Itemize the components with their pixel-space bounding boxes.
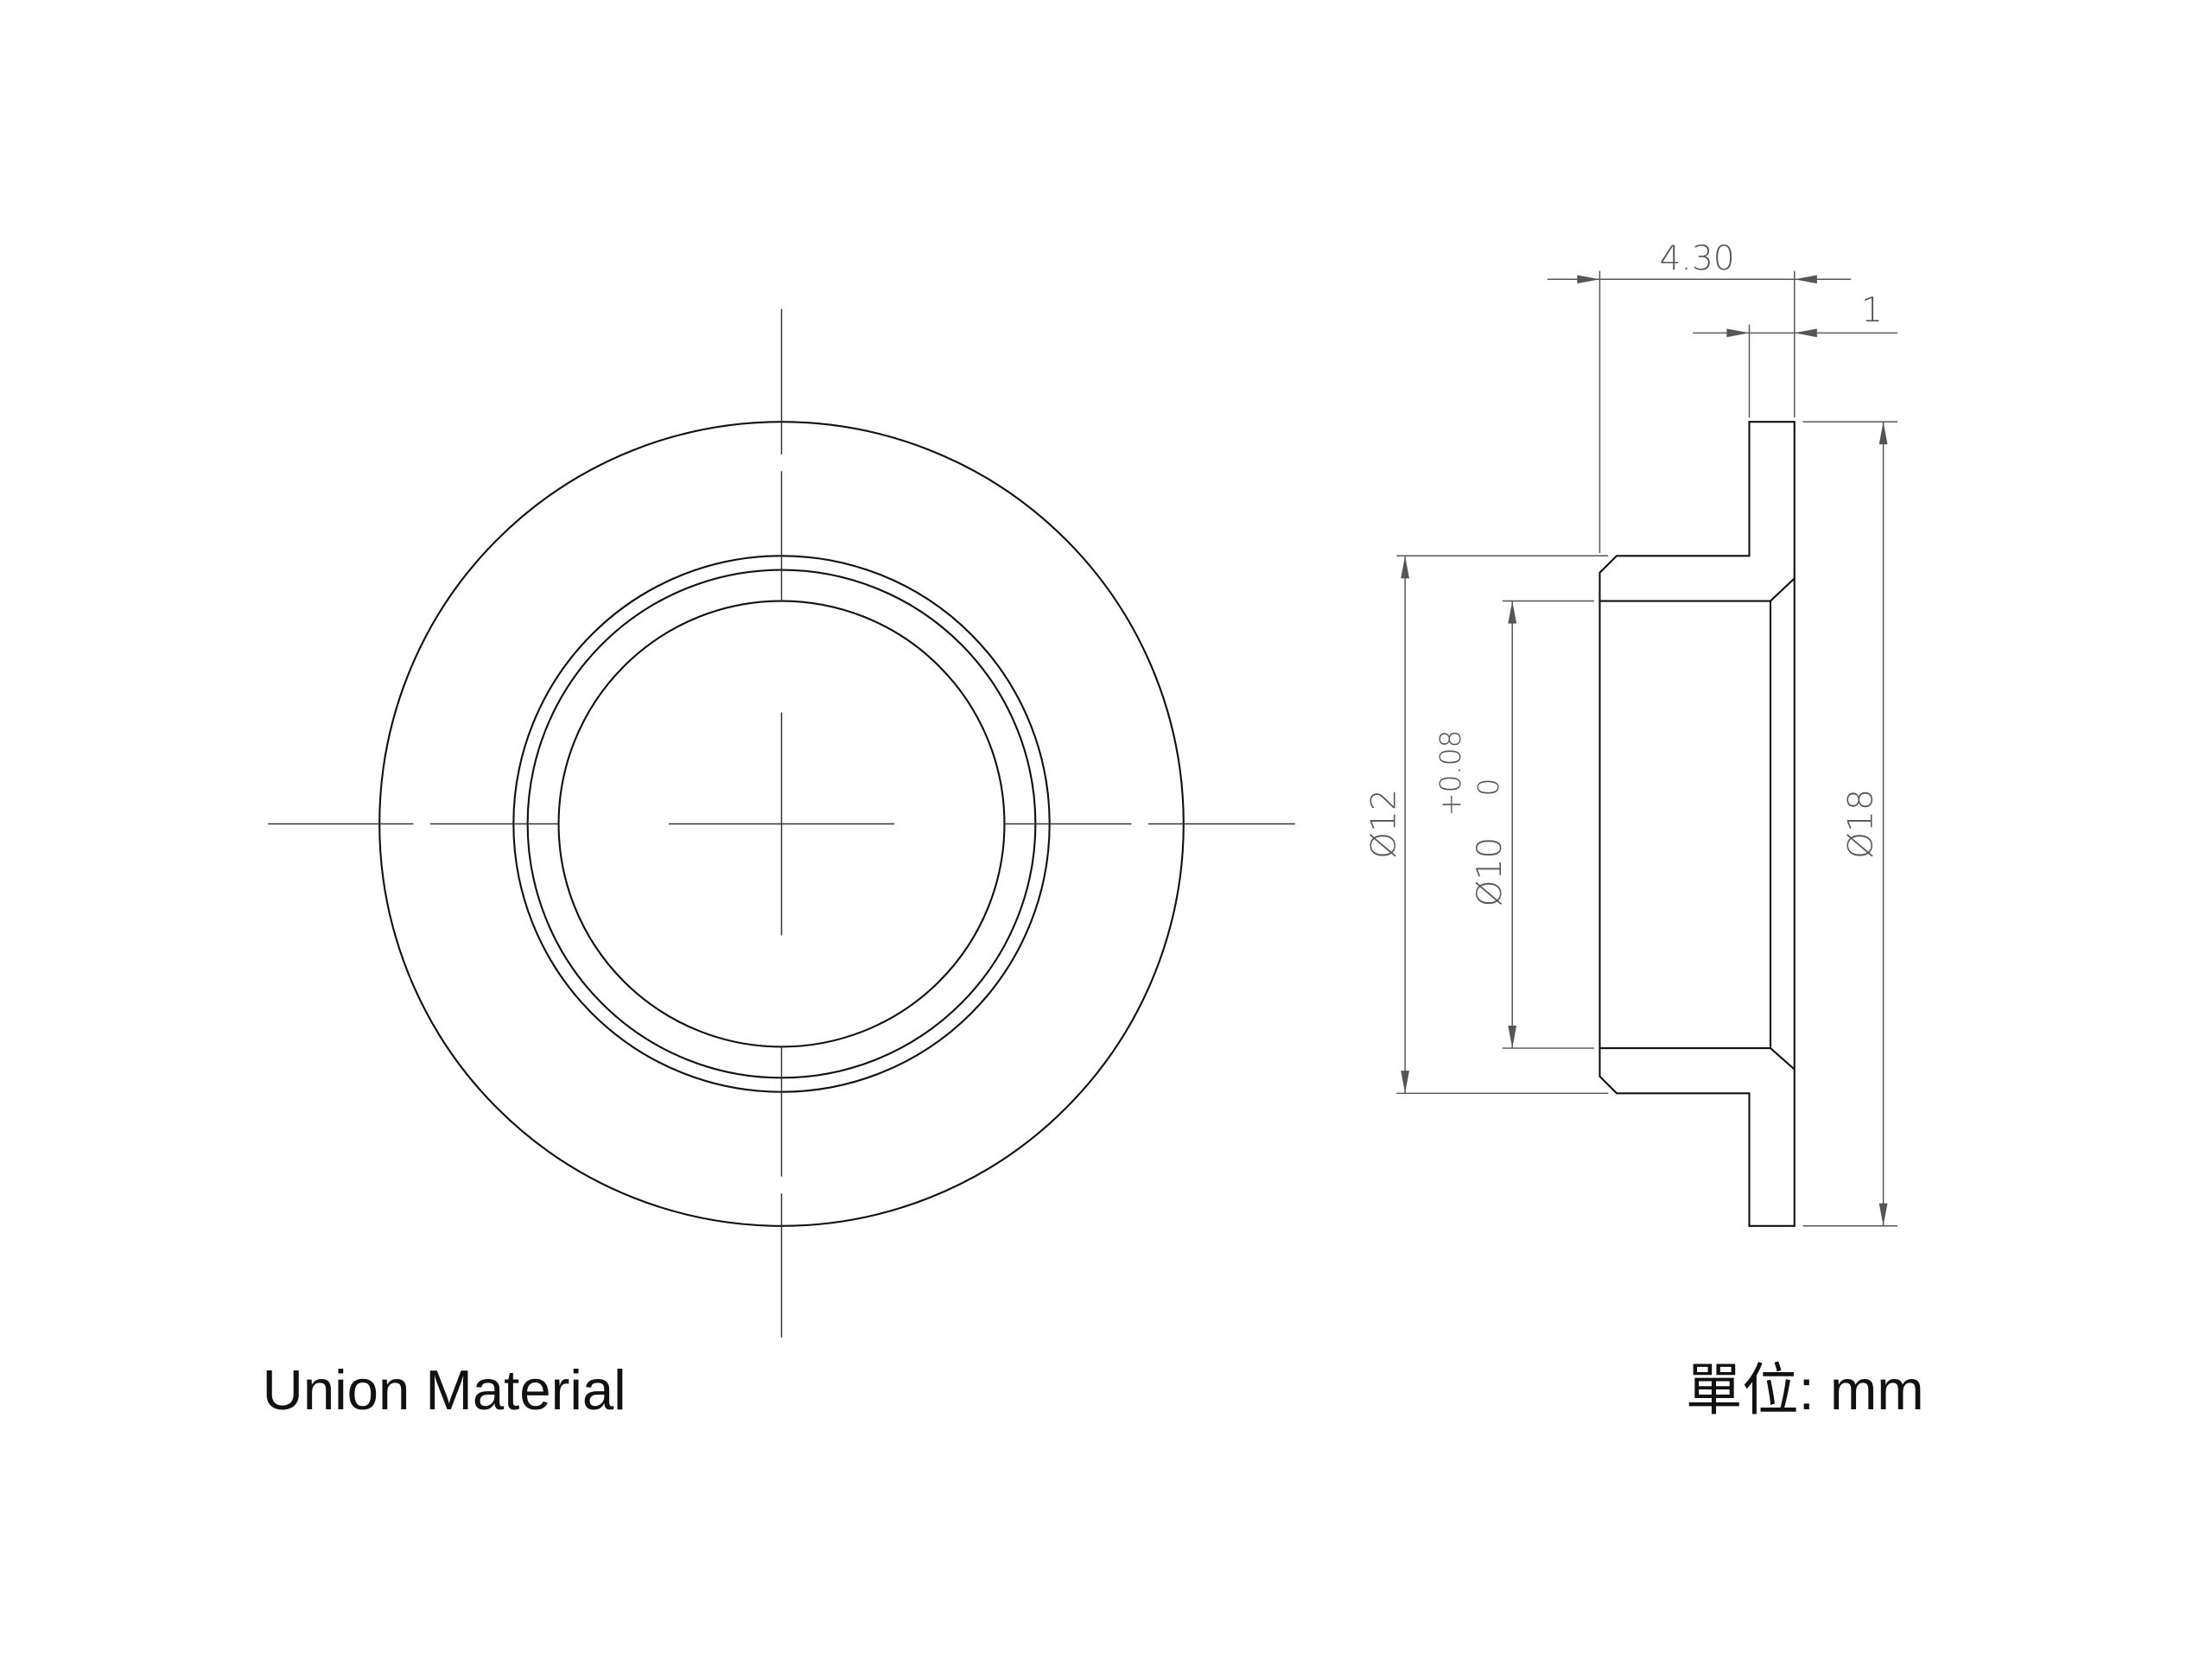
brand-label: Union Material bbox=[263, 1358, 626, 1421]
length-dimension-text: 4.30 bbox=[1659, 239, 1734, 278]
dimension-flange-diameter: Ø18 bbox=[1802, 421, 1897, 1227]
unit-label: 單位: mm bbox=[1686, 1358, 1924, 1421]
bore-tolerance-lower: 0 bbox=[1472, 779, 1505, 797]
dimension-hub-diameter: Ø12 bbox=[1365, 555, 1609, 1095]
section-bottom bbox=[1599, 1047, 1796, 1227]
bore-diameter-text: Ø10 bbox=[1471, 837, 1510, 907]
thickness-dimension-text: 1 bbox=[1861, 291, 1883, 330]
dimension-flange-thickness: 1 bbox=[1693, 291, 1897, 418]
bore-tolerance-upper: +0.08 bbox=[1434, 730, 1467, 817]
dimension-length: 4.30 bbox=[1548, 239, 1852, 553]
dimension-bore-diameter: Ø10 +0.08 0 bbox=[1434, 600, 1594, 1049]
section-top bbox=[1599, 421, 1796, 602]
front-view bbox=[268, 308, 1295, 1338]
flange-diameter-text: Ø18 bbox=[1842, 789, 1881, 859]
section-view bbox=[1599, 421, 1796, 1227]
hub-diameter-text: Ø12 bbox=[1365, 789, 1404, 859]
